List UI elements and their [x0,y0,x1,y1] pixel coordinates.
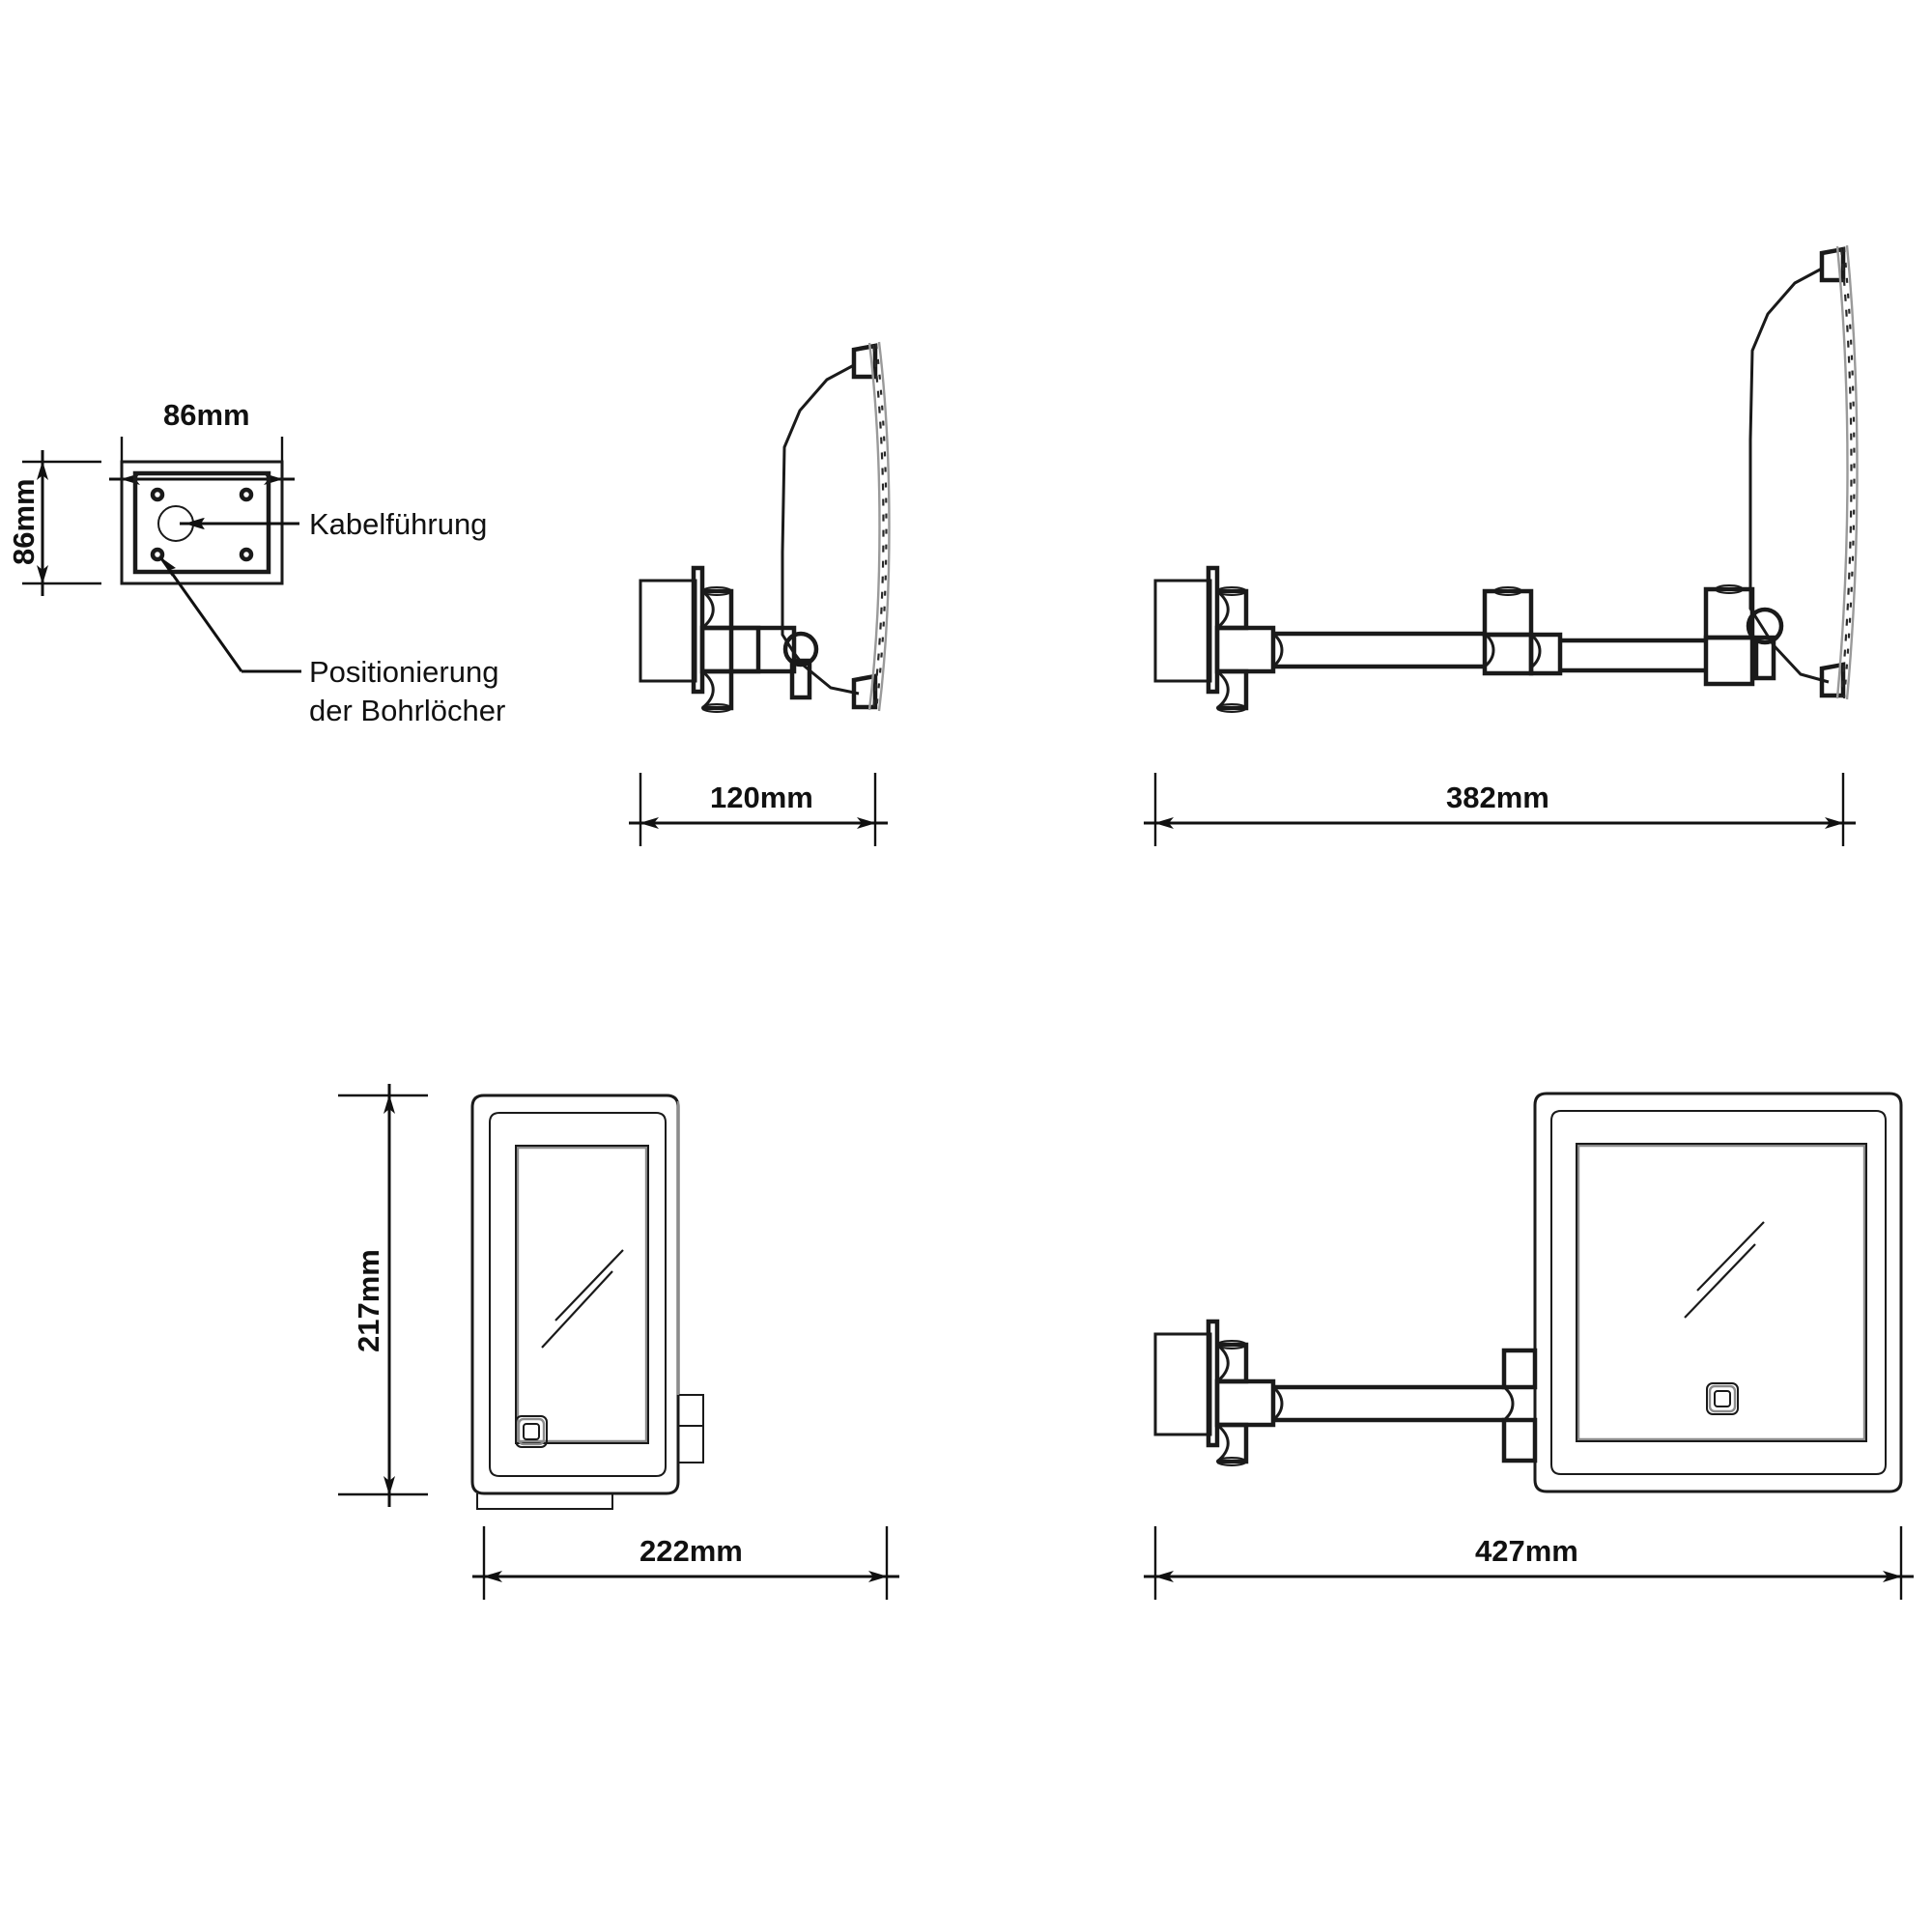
dim-label-86-horizontal: 86mm [163,398,250,432]
mirror-back-profile-lower-2 [1748,440,1830,684]
mirror-glass-panel-outline [515,1145,649,1444]
mirror-clip-bottom-1 [851,673,878,710]
mirror-bottom-bar [476,1493,613,1510]
glass-highlight-stroke-1 [541,1270,613,1349]
mirror-glass-back-1 [877,341,891,712]
drill-hole-bottom-right [239,547,254,562]
glass-highlight-stroke-2 [554,1249,624,1321]
hinge-lower-cap-2 [1216,703,1247,713]
arm-hinge-upper-2 [1703,586,1755,640]
hinge-upper-cap-2 [1216,586,1247,596]
power-switch-bezel-3 [1708,1384,1737,1413]
dim-label-86-vertical: 86mm [7,478,41,565]
dimension-depth-extended: 382mm [1144,773,1856,846]
dim-label-120: 120mm [710,781,813,814]
mirror-glass-front-1 [867,342,881,711]
side-view-folded: 120mm [629,341,891,846]
mirror-glass-panel [516,1146,648,1443]
glass-highlight-stroke-3a [1684,1243,1756,1319]
dimension-mirror-height: 217mm [338,1084,428,1507]
hinge-lower-cap-1 [701,703,732,713]
wall-plate-view: 86mm 86mm Kabelführung Positionierung de… [7,398,505,727]
mirror-edge-hatch-b-2 [1842,246,1856,699]
arm-tube-join-left-2 [1271,632,1284,668]
mid-joint-cap-2 [1493,586,1522,596]
hinge-lower-2 [1217,668,1249,711]
hinge-upper-cap-3 [1216,1340,1247,1350]
callout-kabelfuehrung: Kabelführung [309,507,487,541]
mirror-housing-outer-3 [1533,1092,1903,1493]
mirror-glass-panel-3 [1577,1144,1866,1441]
arm-tube-join-left-3 [1271,1385,1284,1422]
dimension-plate-height [22,450,101,596]
glass-highlight-stroke-3b [1696,1221,1765,1292]
power-switch-outer-3 [1706,1382,1739,1415]
arm-folded-1 [728,625,797,674]
drill-hole-top-left [150,487,165,502]
power-switch-outer [515,1415,548,1448]
dimension-depth-folded: 120mm [629,773,888,846]
dimension-total-width-extended: 427mm [1144,1526,1914,1600]
mirror-back-profile-lower-1 [781,553,860,696]
callout-positionierung-line2: der Bohrlöcher [309,694,505,727]
arm-hinge-lower-2 [1703,635,1755,687]
wall-bracket-body-2 [1153,579,1212,683]
mirror-back-profile-upper-1 [781,363,855,554]
mid-joint-upper-2 [1482,588,1534,638]
mirror-back-profile-upper-2 [1748,267,1823,440]
hinge-lower-1 [702,668,734,711]
dim-label-217: 217mm [352,1249,385,1352]
mirror-glass-back-2 [1845,244,1859,700]
side-mount-stub-upper [677,1394,704,1427]
mirror-edge-hatch-a-2 [1839,247,1853,698]
dim-label-427: 427mm [1475,1534,1578,1568]
mirror-clip-bottom-2 [1819,662,1846,698]
arm-tube-join-right-3 [1502,1385,1515,1422]
mirror-housing-outer [470,1094,680,1495]
ball-joint-stem-2 [1753,635,1776,681]
hinge-lower-cap-3 [1216,1457,1247,1466]
callout-positionierung-line1: Positionierung [309,655,498,689]
arm-hinge-cap-2 [1715,584,1744,594]
hinge-middle-2 [1214,625,1276,674]
power-switch-inner-3 [1714,1390,1731,1407]
wall-bracket-body-1 [639,579,697,683]
mirror-housing-inner [489,1112,667,1477]
arm-end-upper-3 [1501,1348,1538,1390]
mirror-housing-inner-3 [1550,1110,1887,1475]
drill-hole-top-right [239,487,254,502]
side-mount-stub-lower [677,1425,704,1463]
dim-label-222: 222mm [639,1534,743,1568]
power-switch-bezel [517,1417,546,1446]
mid-joint-stub-2 [1528,632,1563,676]
side-view-extended: 382mm [1144,244,1859,846]
front-view: 217mm 222mm [338,1084,899,1600]
arm-end-lower-3 [1501,1417,1538,1463]
mirror-clip-top-1 [851,343,878,380]
dim-label-382: 382mm [1446,781,1549,814]
wall-bracket-body-3 [1153,1332,1212,1436]
ball-joint-1 [782,631,819,668]
mid-joint-curve-2 [1529,633,1542,669]
hinge-upper-cap-1 [701,586,732,596]
dimension-mirror-width: 222mm [472,1526,899,1600]
mirror-glass-panel-outline-3 [1576,1143,1867,1442]
power-switch-inner [523,1423,540,1440]
ball-joint-2 [1746,607,1784,645]
mirror-glass-front-2 [1835,245,1849,699]
front-view-extended: 427mm [1144,1092,1914,1600]
hinge-middle-3 [1214,1378,1276,1428]
hinge-lower-3 [1217,1422,1249,1464]
